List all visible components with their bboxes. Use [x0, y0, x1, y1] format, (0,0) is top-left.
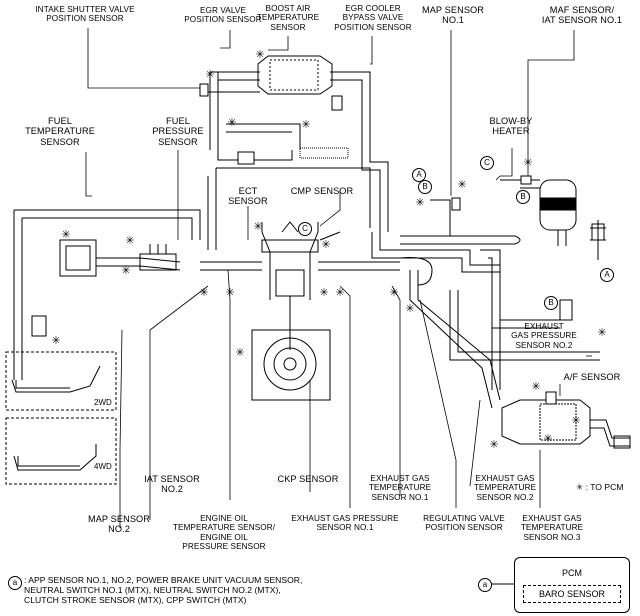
svg-text:✳: ✳ — [319, 287, 328, 299]
svg-text:✳: ✳ — [51, 335, 60, 347]
svg-text:✳: ✳ — [415, 197, 424, 209]
svg-text:✳: ✳ — [61, 229, 70, 241]
svg-text:✳: ✳ — [321, 239, 330, 251]
label-ect-sensor: ECT SENSOR — [228, 186, 268, 207]
label-egr-cooler-bypass-sensor: EGR COOLER BYPASS VALVE POSITION SENSOR — [334, 4, 412, 32]
label-2wd: 2WD — [94, 398, 112, 407]
legend-to-pcm: ✳ : TO PCM — [576, 482, 624, 492]
label-blow-by-heater: BLOW-BY HEATER — [489, 116, 533, 137]
label-fuel-temperature-sensor: FUEL TEMPERATURE SENSOR — [25, 116, 95, 147]
label-exhaust-gas-temp-sensor-2: EXHAUST GAS TEMPERATURE SENSOR NO.2 — [473, 474, 537, 502]
svg-text:✳: ✳ — [389, 287, 398, 299]
label-exhaust-gas-pressure-sensor-2: EXHAUST GAS PRESSURE SENSOR NO.2 — [511, 322, 577, 350]
connector-c-marker-2: C — [298, 222, 312, 236]
pcm-title: PCM — [562, 568, 582, 578]
svg-text:✳: ✳ — [597, 327, 606, 339]
label-ckp-sensor: CKP SENSOR — [277, 474, 339, 484]
label-maf-iat-sensor: MAF SENSOR/ IAT SENSOR NO.1 — [541, 5, 623, 26]
label-fuel-pressure-sensor: FUEL PRESSURE SENSOR — [152, 116, 204, 147]
svg-text:✳: ✳ — [205, 69, 214, 81]
label-map-sensor-1: MAP SENSOR NO.1 — [421, 5, 485, 26]
svg-text:✳: ✳ — [125, 235, 134, 247]
svg-text:✳: ✳ — [405, 303, 414, 315]
label-intake-shutter-sensor: INTAKE SHUTTER VALVE POSITION SENSOR — [35, 5, 135, 24]
svg-text:✳: ✳ — [489, 439, 498, 451]
svg-text:✳: ✳ — [253, 221, 262, 233]
label-4wd: 4WD — [94, 462, 112, 471]
pcm-box: PCM BARO SENSOR — [514, 557, 630, 613]
label-iat-sensor-2: IAT SENSOR NO.2 — [144, 474, 200, 495]
label-egr-valve-sensor: EGR VALVE POSITION SENSOR — [184, 6, 262, 25]
pcm-a-marker: a — [478, 578, 492, 592]
svg-text:✳: ✳ — [235, 347, 244, 359]
label-exhaust-gas-temp-sensor-3: EXHAUST GAS TEMPERATURE SENSOR NO.3 — [520, 514, 584, 542]
label-regulating-valve-sensor: REGULATING VALVE POSITION SENSOR — [423, 514, 505, 533]
svg-text:✳: ✳ — [301, 119, 310, 131]
svg-text:✳: ✳ — [571, 415, 580, 427]
svg-text:✳: ✳ — [523, 157, 532, 169]
svg-text:✳: ✳ — [255, 49, 264, 61]
connector-b-marker-2: B — [516, 190, 530, 204]
svg-text:✳: ✳ — [531, 381, 540, 393]
svg-text:✳: ✳ — [227, 117, 236, 129]
label-map-sensor-2: MAP SENSOR NO.2 — [87, 514, 151, 535]
svg-text:✳: ✳ — [199, 287, 208, 299]
label-exhaust-gas-pressure-sensor-1: EXHAUST GAS PRESSURE SENSOR NO.1 — [291, 514, 399, 533]
label-af-sensor: A/F SENSOR — [563, 372, 621, 382]
footnote-a-text: : APP SENSOR NO.1, NO.2, POWER BRAKE UNI… — [24, 575, 303, 605]
svg-text:✳: ✳ — [225, 287, 234, 299]
footnote-a-marker: a — [8, 576, 22, 590]
connector-a-marker-2: A — [600, 268, 614, 282]
svg-text:✳: ✳ — [121, 265, 130, 277]
connector-b-marker: B — [418, 180, 432, 194]
svg-text:✳: ✳ — [543, 433, 552, 445]
baro-sensor-box: BARO SENSOR — [523, 585, 621, 603]
connector-c-marker: C — [480, 156, 494, 170]
label-boost-air-temp-sensor: BOOST AIR TEMPERATURE SENSOR — [256, 4, 320, 32]
label-engine-oil-sensor: ENGINE OIL TEMPERATURE SENSOR/ ENGINE OI… — [172, 514, 276, 552]
connector-b-marker-3: B — [544, 296, 558, 310]
svg-text:✳: ✳ — [335, 287, 344, 299]
label-exhaust-gas-temp-sensor-1: EXHAUST GAS TEMPERATURE SENSOR NO.1 — [368, 474, 432, 502]
svg-text:✳: ✳ — [457, 179, 466, 191]
label-cmp-sensor: CMP SENSOR — [290, 186, 354, 196]
